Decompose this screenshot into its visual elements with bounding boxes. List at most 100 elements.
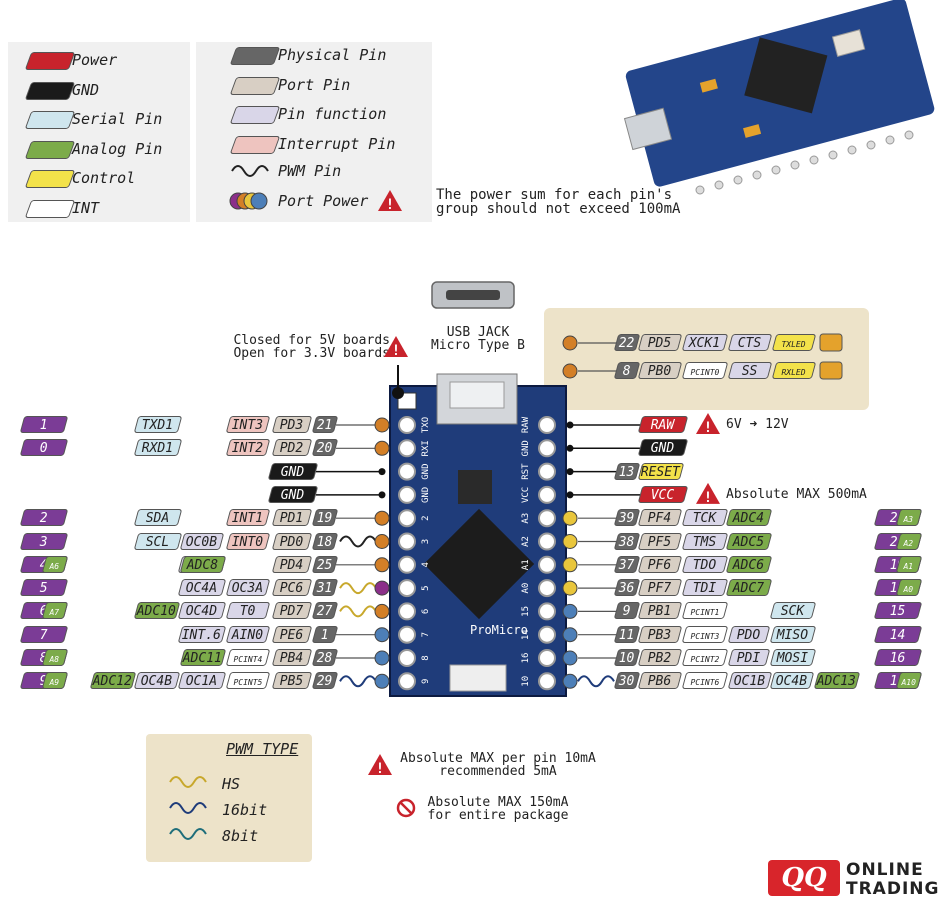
legend-label: INT — [72, 198, 100, 217]
warning-icon-mark: ! — [386, 197, 394, 213]
board-pin-label: 7 — [421, 632, 431, 637]
physical-pin-number: 36 — [613, 579, 641, 597]
physical-pin-number: 25 — [311, 555, 339, 573]
pin-hole — [538, 649, 556, 667]
power-pin-label: VCC — [637, 485, 689, 503]
pin-function-label: OC1B — [727, 672, 773, 690]
pin-function-label: T0 — [225, 602, 271, 620]
pwm-wave-icon — [339, 535, 377, 548]
pin-hole — [398, 416, 416, 434]
gnd-dot — [378, 468, 386, 476]
port-pin-label: PB2 — [637, 649, 683, 666]
legend-panel-right — [196, 42, 432, 222]
pin-function-label: OC0B — [179, 532, 225, 550]
photo-hole — [809, 155, 819, 165]
pin-dot — [566, 444, 574, 452]
warning-icon-mark: ! — [704, 490, 712, 506]
pin-hole — [538, 485, 556, 504]
board-pin-label: A0 — [521, 583, 531, 594]
digital-pin-number: 14 — [873, 625, 923, 643]
physical-pin-number: 13 — [613, 462, 641, 480]
board-pin-label: 3 — [421, 539, 431, 544]
pin-function-label: XCK1 — [681, 334, 729, 351]
pin-hole — [538, 625, 556, 644]
analog-function-label: ADC4 — [725, 509, 773, 527]
interrupt-pin-label: INT0 — [225, 532, 271, 550]
pin-hole — [398, 509, 416, 528]
led-label: TXLED — [771, 334, 817, 351]
analog-pin-number: A6 — [41, 555, 69, 573]
board-pin-label: 10 — [521, 676, 531, 687]
port-pin-label: PF6 — [637, 555, 683, 573]
serial-pin-label: MOSI — [769, 649, 817, 666]
port-pin-label: PD0 — [271, 532, 313, 550]
port-power-dot — [562, 534, 578, 549]
pin-function-label: INT.6 — [177, 625, 227, 643]
board-pin-label: VCC — [521, 487, 531, 503]
port-pin-label: PB3 — [637, 625, 683, 643]
warning-icon — [696, 482, 720, 504]
physical-pin-number: 10 — [613, 649, 641, 666]
gnd-pin-label: GND — [637, 439, 689, 457]
pin-function-label: SS — [727, 362, 773, 379]
pin-hole — [398, 532, 416, 551]
port-pin-label: PB0 — [637, 362, 683, 379]
port-power-dot — [374, 510, 390, 526]
port-pin-label: PC6 — [271, 579, 313, 597]
board-pin-label: RAW — [521, 416, 531, 433]
pin-function-label: PDI — [727, 649, 771, 666]
port-power-dot — [562, 510, 578, 526]
physical-pin-number: 19 — [311, 509, 339, 527]
physical-pin-number: 28 — [311, 649, 339, 666]
port-power-dot — [562, 650, 578, 666]
pin-hole — [538, 672, 556, 691]
port-pin-label: PB4 — [271, 649, 313, 666]
pin-function-label: OC4B — [133, 672, 181, 690]
analog-function-label: ADC7 — [725, 579, 773, 597]
jumper-dot — [392, 387, 404, 399]
mcu-chip — [423, 508, 535, 620]
pin-function-label: OC3A — [225, 579, 271, 597]
board-pin-label: RST — [521, 463, 531, 480]
legend-label: Interrupt Pin — [278, 134, 396, 153]
port-power-dot — [374, 557, 390, 573]
analog-function-label: ADC5 — [725, 532, 773, 550]
port-pin-label: PD3 — [271, 416, 313, 433]
power-limit-note: 6V ➜ 12V — [726, 417, 789, 432]
physical-pin-number: 8 — [613, 362, 641, 379]
pin-function-label: OC4A — [177, 579, 227, 597]
analog-function-label: ADC12 — [89, 672, 137, 690]
brand-logo: QQ — [768, 860, 840, 896]
legend-label: Control — [72, 169, 136, 187]
pin-function-label: OC1A — [177, 672, 227, 690]
prohibited-icon-slash — [400, 802, 412, 814]
physical-pin-number: 31 — [311, 579, 339, 597]
digital-pin-number: 7 — [19, 625, 69, 643]
board-pin-label: 15 — [521, 606, 531, 617]
analog-function-label: ADC13 — [813, 672, 861, 690]
pin-function-label: TDI — [681, 579, 729, 597]
port-pin-label: PD5 — [637, 334, 683, 351]
pwm-wave-icon — [169, 802, 207, 814]
gnd-pin-label: GND — [267, 462, 319, 480]
serial-pin-label: OC4B — [769, 672, 815, 690]
pin-hole — [398, 555, 416, 574]
pin-function-label: PCINT5 — [225, 672, 271, 690]
pwm-type-title: PWM TYPE — [226, 740, 299, 758]
board-pin-label: 2 — [421, 515, 431, 520]
board-pin-label: GND — [421, 487, 431, 503]
pin-hole — [398, 462, 416, 481]
legend-label: Power — [72, 51, 118, 69]
legend-label: Port Pin — [278, 75, 351, 94]
pin-function-label: CTS — [727, 334, 773, 351]
power-limit-note: Absolute MAX 500mA — [726, 486, 867, 502]
analog-pin-number: A3 — [895, 509, 923, 527]
warning-icon — [378, 190, 402, 211]
port-pin-label: PF4 — [637, 509, 683, 527]
pwm-wave-icon — [339, 582, 377, 595]
legend-label: GND — [72, 80, 100, 99]
warning-icon-mark: ! — [704, 420, 712, 436]
